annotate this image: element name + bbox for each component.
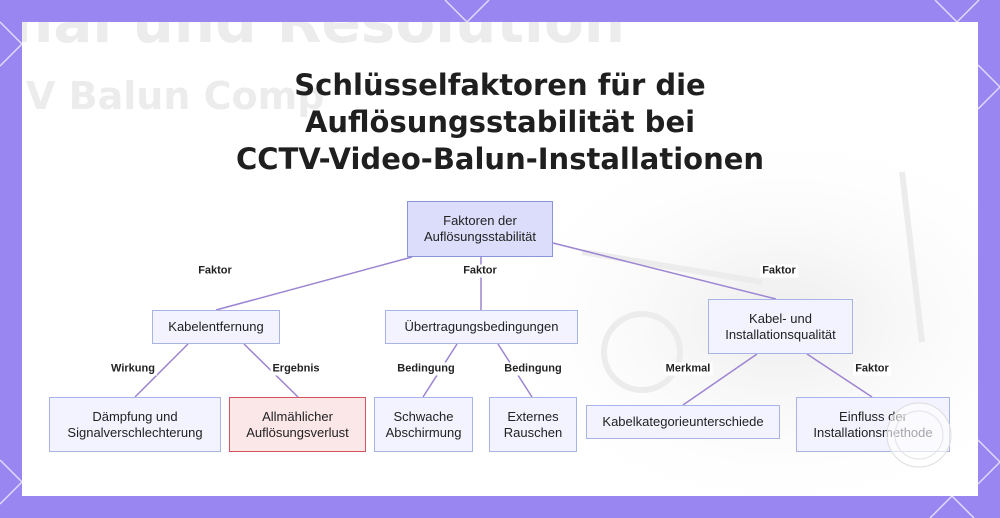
diagram-card: nal und Resolution V Balun Comp Schlüsse… <box>22 22 978 496</box>
diagram-title: Schlüsselfaktoren für die Auflösungsstab… <box>22 67 978 178</box>
edge-label-root-kabelentfernung: Faktor <box>196 264 234 278</box>
connector-lines <box>134 242 873 406</box>
node-abschirmung-label: Schwache Abschirmung <box>385 408 462 440</box>
edge-kabelentfernung-daempfung <box>134 343 189 398</box>
background-text-line-2: V Balun Comp <box>26 74 325 118</box>
node-uebertragung-label: Übertragungsbedingungen <box>404 319 559 334</box>
title-line-3: CCTV-Video-Balun-Installationen <box>235 142 765 176</box>
node-kabelkategorie-label: Kabelkategorieunterschiede <box>602 414 764 429</box>
edge-label-root-kabelqualitaet: Faktor <box>760 264 798 278</box>
edge-label-merkmal: Merkmal <box>663 362 713 376</box>
node-uebertragungsbedingungen: Übertragungsbedingungen <box>385 310 578 344</box>
node-daempfung: Dämpfung und Signalverschlechterung <box>49 397 221 452</box>
node-root-faktoren: Faktoren der Auflösungsstabilität <box>407 201 553 257</box>
edge-root-kabelqualitaet <box>552 242 777 300</box>
watermark-badge-icon <box>886 402 952 468</box>
edge-root-kabelentfernung <box>215 256 413 311</box>
node-kabelqualitaet-label: Kabel- und Installationsqualität <box>725 310 836 342</box>
node-kabelentfernung-label: Kabelentfernung <box>168 319 264 334</box>
node-kabelkategorieunterschiede: Kabelkategorieunterschiede <box>586 405 780 439</box>
edge-label-faktor-methode: Faktor <box>853 362 891 376</box>
node-kabel-installationsqualitaet: Kabel- und Installationsqualität <box>708 299 853 354</box>
node-aufloesungsverlust-label: Allmählicher Auflösungsverlust <box>246 408 349 440</box>
node-externes-rauschen: Externes Rauschen <box>489 397 577 452</box>
node-aufloesungsverlust: Allmählicher Auflösungsverlust <box>229 397 366 452</box>
node-root-label: Faktoren der Auflösungsstabilität <box>423 213 536 244</box>
title-line-2: Auflösungsstabilität bei <box>304 105 696 139</box>
edge-label-ergebnis: Ergebnis <box>270 362 322 376</box>
edge-label-bedingung-abschirmung: Bedingung <box>395 362 457 376</box>
edge-label-wirkung: Wirkung <box>109 362 157 376</box>
background-text-line-1: nal und Resolution <box>22 22 626 56</box>
edge-qualitaet-kategorie <box>682 353 758 406</box>
title-line-1: Schlüsselfaktoren für die <box>294 68 706 102</box>
edge-qualitaet-methode <box>806 353 873 398</box>
edge-label-root-uebertragung: Faktor <box>461 264 499 278</box>
node-rauschen-label: Externes Rauschen <box>503 408 563 440</box>
node-schwache-abschirmung: Schwache Abschirmung <box>374 397 473 452</box>
node-daempfung-label: Dämpfung und Signalverschlechterung <box>67 408 203 440</box>
edge-label-bedingung-rauschen: Bedingung <box>502 362 564 376</box>
node-kabelentfernung: Kabelentfernung <box>152 310 280 344</box>
